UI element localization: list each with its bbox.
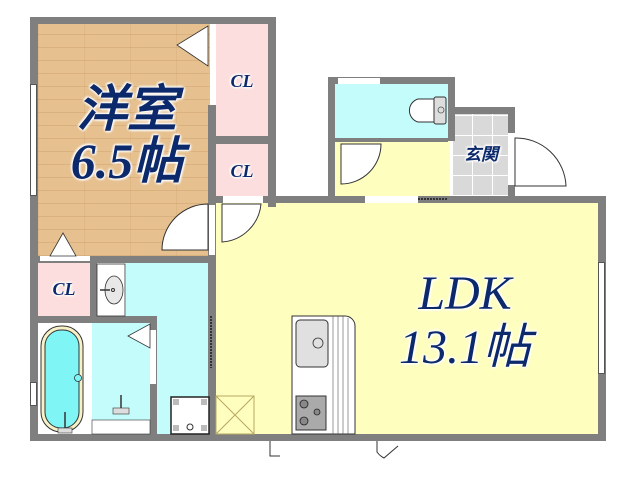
room-label-closet-2: CL [230,161,254,181]
room-name: 洋室 [77,81,177,137]
wall [268,17,276,207]
door-opening [223,196,263,203]
wall [208,105,216,265]
room-size: 13.1帖 [398,321,531,374]
room-size: 6.5帖 [70,133,184,189]
ldk-floor [216,202,598,434]
wall [30,256,38,263]
wall [30,316,156,323]
door-opening [338,78,380,84]
window [30,84,37,196]
western-room-floor [38,24,210,256]
wall [328,77,335,203]
window [598,262,605,374]
door-opening [365,196,418,203]
closet-1-floor [216,24,268,136]
wall [30,256,216,263]
room-label-entrance: 玄関 [464,145,498,164]
room-label-western-room: 洋室 6.5帖 [62,84,192,186]
entrance-floor [452,114,508,196]
door-opening [508,133,515,185]
closet-3-floor [38,262,90,316]
wall [448,107,515,114]
wall [30,434,606,441]
door-opening [210,24,216,68]
wall [328,77,455,84]
wall [30,17,276,24]
wall [335,138,448,142]
room-label-ldk: LDK 13.1帖 [380,270,550,372]
wall [216,136,268,144]
room-label-closet-3: CL [52,279,76,299]
door-opening [209,205,215,255]
room-name: LDK [418,267,512,320]
wall [90,262,97,322]
closet-2-floor [216,144,268,196]
door-opening [150,330,156,384]
room-label-closet-1: CL [230,71,254,91]
window [30,382,37,406]
door-opening [40,256,90,261]
wall [30,17,38,441]
